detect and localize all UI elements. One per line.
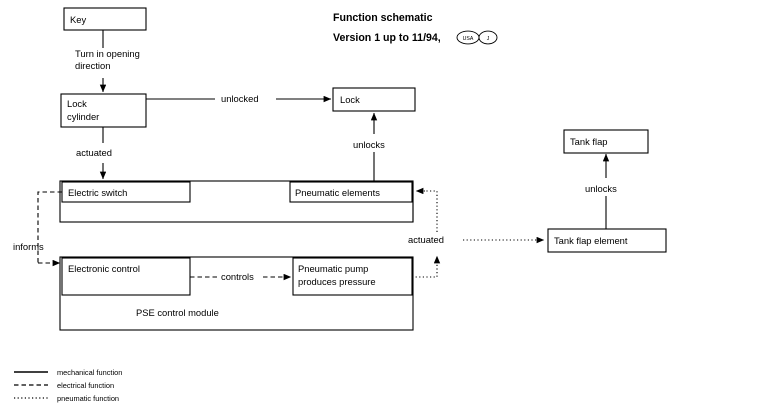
node-pneumatic-pump-label-line2: produces pressure [298, 276, 376, 287]
node-key [63, 7, 147, 31]
node-electric-switch-label: Electric switch [68, 187, 127, 198]
badge-usa: USA [456, 30, 480, 45]
node-tank-flap-label: Tank flap [570, 136, 608, 147]
node-lock-cylinder-label-line1: Lock [67, 98, 87, 109]
edge-label-unlocks-tank: unlocks [585, 183, 617, 194]
node-electronic-control-label: Electronic control [68, 263, 140, 274]
edge-label-turn-line2: direction [75, 60, 110, 71]
node-key-label: Key [70, 14, 86, 25]
title-line-1: Function schematic [333, 12, 433, 24]
node-tank-flap [563, 129, 649, 154]
node-electronic-control [61, 257, 191, 296]
node-lock-cylinder [60, 93, 147, 128]
node-tank-flap-element-label: Tank flap element [554, 235, 628, 246]
edge-pump-to-pneumatic-elements-seg [425, 190, 438, 232]
edge-label-actuated-left: actuated [76, 147, 112, 158]
node-pneumatic-pump-label-line1: Pneumatic pump [298, 263, 368, 274]
badge-j: J [478, 30, 498, 45]
node-pneumatic-pump [292, 257, 413, 296]
edge-label-unlocked: unlocked [221, 93, 259, 104]
edge-label-informs: informs [13, 241, 44, 252]
edge-label-actuated-right: actuated [408, 234, 444, 245]
node-pse-module-label: PSE control module [136, 307, 219, 318]
node-lock-cylinder-label-line2: cylinder [67, 111, 99, 122]
node-pneumatic-elements [289, 181, 413, 203]
legend: mechanical function electrical function … [14, 368, 122, 403]
legend-label-pneumatic: pneumatic function [57, 394, 119, 403]
node-tank-flap-element [547, 228, 667, 253]
legend-label-mechanical: mechanical function [57, 368, 122, 377]
edge-label-unlocks-lock: unlocks [353, 139, 385, 150]
edge-informs-seg1 [37, 191, 62, 263]
node-pneumatic-elements-label: Pneumatic elements [295, 187, 380, 198]
edge-label-controls: controls [221, 271, 254, 282]
badge-j-label: J [487, 36, 490, 42]
legend-label-electrical: electrical function [57, 381, 114, 390]
edge-label-turn-line1: Turn in opening [75, 48, 140, 59]
edge-pump-riser-lower [412, 262, 438, 278]
node-lock [332, 87, 416, 112]
title-line-2: Version 1 up to 11/94, [333, 32, 441, 44]
node-lock-label: Lock [340, 94, 360, 105]
badge-usa-label: USA [463, 36, 474, 42]
